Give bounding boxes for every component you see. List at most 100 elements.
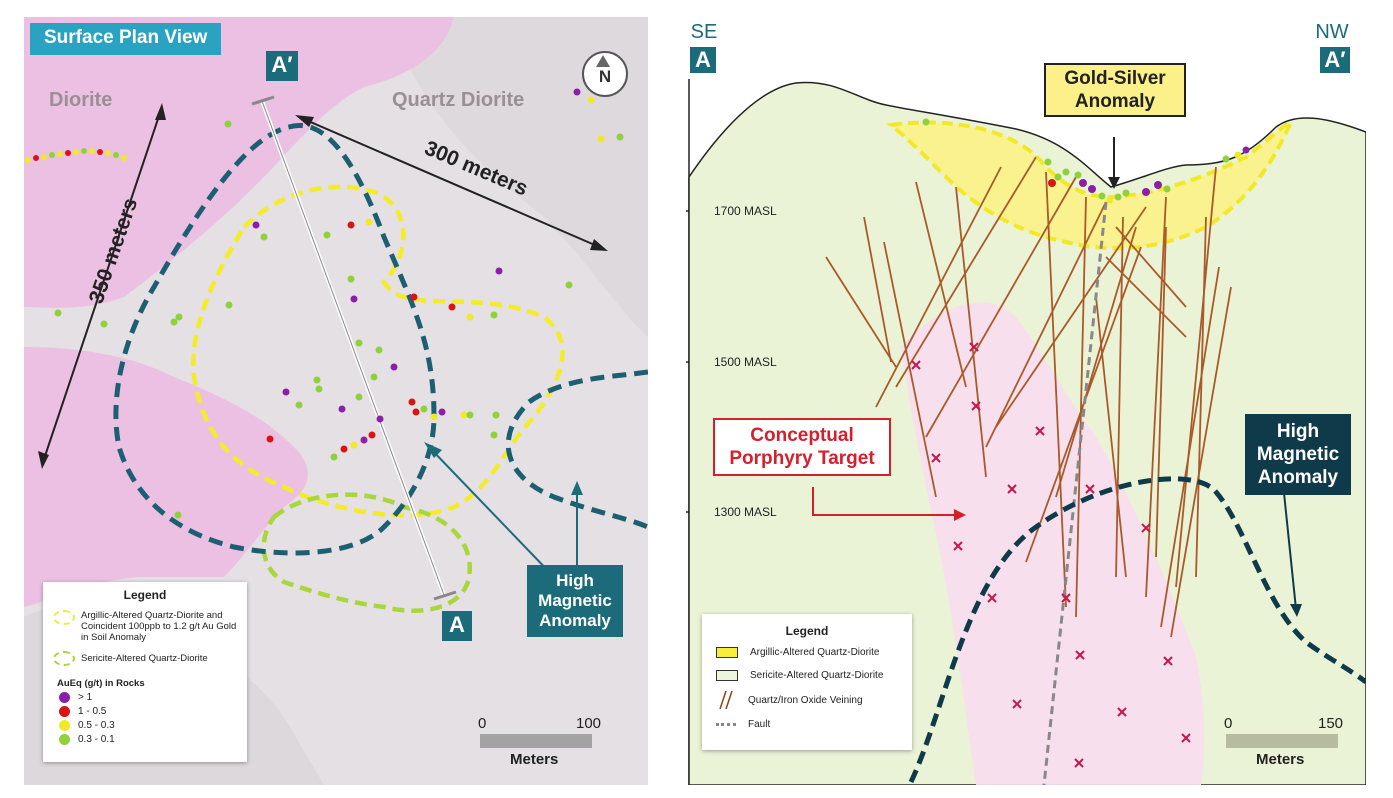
scale-unit: Meters bbox=[1256, 751, 1305, 768]
section-end-top-tag: A′ bbox=[266, 51, 298, 81]
porphyry-target-crosses bbox=[911, 342, 1191, 768]
label-line: Porphyry Target bbox=[729, 448, 875, 469]
north-label: N bbox=[598, 67, 612, 86]
arrowhead bbox=[590, 239, 608, 251]
scale-max: 150 bbox=[1318, 715, 1344, 732]
legend-label: Sericite-Altered Quartz-Diorite bbox=[750, 670, 884, 681]
argillic-soil-anomaly bbox=[191, 184, 565, 518]
magnetic-anomaly-body bbox=[908, 476, 1366, 784]
plan-legend: Legend Argillic-Altered Quartz-Diorite a… bbox=[43, 582, 247, 762]
legend-argillic: Argillic-Altered Quartz-Diorite bbox=[716, 647, 912, 658]
arrowhead bbox=[1108, 177, 1120, 189]
plan-magnetic-callout: High Magnetic Anomaly bbox=[527, 565, 623, 637]
terrain-ridge bbox=[404, 17, 648, 337]
elevation-1500: 1500 MASL bbox=[714, 355, 777, 369]
rock-samples bbox=[54, 88, 624, 519]
legend-swatch bbox=[716, 670, 738, 681]
magnetic-callout-arrow bbox=[1283, 492, 1297, 610]
legend-label: Sericite-Altered Quartz-Diorite bbox=[81, 653, 208, 664]
arrowhead bbox=[155, 103, 166, 120]
arrowhead bbox=[295, 115, 314, 127]
section-left-tag: A bbox=[690, 47, 716, 73]
arrowhead bbox=[571, 481, 583, 495]
section-right-tag: A′ bbox=[1320, 47, 1350, 73]
section-magnetic-callout: High Magnetic Anomaly bbox=[1245, 414, 1351, 495]
legend-argillic-swatch bbox=[53, 610, 75, 625]
legend-rock-class: 0.3 - 0.1 bbox=[59, 734, 247, 745]
porphyry-callout-arrow bbox=[812, 487, 958, 516]
legend-fault: Fault bbox=[716, 719, 912, 730]
label-line: Gold-Silver bbox=[1064, 68, 1166, 89]
diorite-zone-south bbox=[24, 347, 308, 607]
diorite-label: Diorite bbox=[49, 89, 113, 111]
section-tick-bottom bbox=[433, 590, 457, 601]
conceptual-porphyry-body bbox=[901, 302, 1205, 785]
label-line: Magnetic bbox=[1256, 444, 1340, 465]
scale-bar bbox=[480, 734, 592, 748]
scale-min: 0 bbox=[1224, 715, 1233, 732]
gold-silver-anomaly-label: Gold-Silver Anomaly bbox=[1044, 63, 1186, 117]
legend-dot bbox=[59, 734, 70, 745]
legend-sericite: Sericite-Altered Quartz-Diorite bbox=[716, 670, 912, 681]
arrowhead bbox=[38, 451, 49, 469]
legend-label: Argillic-Altered Quartz-Diorite and Coin… bbox=[81, 610, 237, 643]
callout-line: High bbox=[556, 571, 594, 590]
scale-unit: Meters bbox=[510, 751, 559, 768]
elevation-1700: 1700 MASL bbox=[714, 204, 777, 218]
se-direction: SE bbox=[690, 21, 718, 43]
legend-label: 0.5 - 0.3 bbox=[78, 720, 115, 731]
cross-section-graphics bbox=[686, 79, 1366, 785]
callout-line: Anomaly bbox=[539, 611, 611, 630]
section-line-edge bbox=[261, 100, 445, 596]
section-tick-top bbox=[251, 95, 275, 106]
section-scale-bar: 0 150 Meters bbox=[1224, 715, 1352, 777]
callout-arrow-line bbox=[428, 446, 555, 578]
scale-bar bbox=[1226, 734, 1338, 748]
legend-label: > 1 bbox=[78, 692, 93, 703]
scale-max: 100 bbox=[576, 715, 602, 732]
label-line: Anomaly bbox=[1257, 467, 1339, 488]
legend-dot bbox=[59, 720, 70, 731]
argillic-altered-zone bbox=[886, 117, 1296, 251]
legend-swatch bbox=[716, 647, 738, 658]
legend-label: Quartz/Iron Oxide Veining bbox=[748, 694, 863, 706]
dimension-350-line bbox=[41, 106, 163, 466]
legend-label: Argillic-Altered Quartz-Diorite bbox=[750, 647, 880, 658]
nw-direction: NW bbox=[1315, 21, 1349, 43]
legend-rock-class: > 1 bbox=[59, 692, 247, 703]
arrowhead bbox=[1290, 604, 1302, 617]
legend-sericite: Sericite-Altered Quartz-Diorite bbox=[53, 651, 241, 666]
plan-view-title: Surface Plan View bbox=[30, 23, 222, 55]
label-line: High bbox=[1276, 421, 1320, 442]
plan-scale-bar: 0 100 Meters bbox=[478, 715, 601, 777]
label-line: Conceptual bbox=[750, 425, 854, 446]
sericite-zone bbox=[261, 492, 472, 613]
surface-plan-map: Surface Plan View Diorite Quartz Diorite… bbox=[24, 17, 648, 785]
section-end-bottom-tag: A bbox=[442, 611, 472, 641]
legend-title: Legend bbox=[785, 624, 829, 638]
north-arrow-icon: N bbox=[582, 51, 628, 97]
legend-rock-class: 1 - 0.5 bbox=[59, 706, 247, 717]
arrowhead bbox=[954, 509, 966, 521]
veining-icon bbox=[719, 691, 733, 709]
elevation-1300: 1300 MASL bbox=[714, 505, 777, 519]
legend-label: 1 - 0.5 bbox=[78, 706, 107, 717]
legend-sericite-swatch bbox=[53, 651, 75, 666]
scale-min: 0 bbox=[478, 715, 487, 732]
legend-rock-class: 0.5 - 0.3 bbox=[59, 720, 247, 731]
fault-line bbox=[1042, 201, 1108, 785]
arrowhead bbox=[424, 442, 442, 458]
legend-label: Fault bbox=[748, 719, 771, 730]
legend-label: 0.3 - 0.1 bbox=[78, 734, 115, 745]
dimension-300-line bbox=[298, 116, 605, 250]
porphyry-target-label: Conceptual Porphyry Target bbox=[713, 418, 891, 476]
legend-title: Legend bbox=[123, 588, 167, 602]
quartz-diorite-label: Quartz Diorite bbox=[392, 89, 525, 111]
legend-rocks-title: AuEq (g/t) in Rocks bbox=[57, 678, 145, 689]
label-line: Anomaly bbox=[1074, 91, 1156, 112]
legend-veining: Quartz/Iron Oxide Veining bbox=[716, 691, 912, 709]
magnetic-anomaly-east bbox=[505, 369, 648, 530]
section-legend: Legend Argillic-Altered Quartz-Diorite S… bbox=[702, 614, 912, 750]
legend-dot bbox=[59, 692, 70, 703]
legend-argillic: Argillic-Altered Quartz-Diorite and Coin… bbox=[53, 610, 241, 643]
